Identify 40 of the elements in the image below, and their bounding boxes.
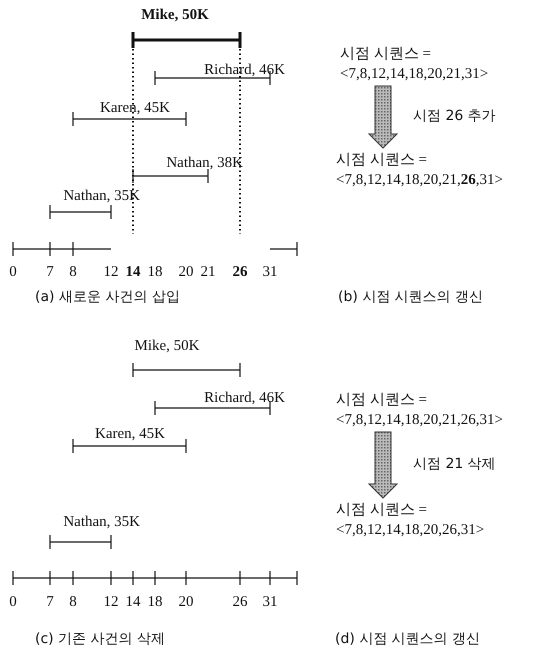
sequence-text: 시점 시퀀스 = <7,8,12,14,18,20,26,31> — [336, 500, 531, 540]
tick-label: 14 — [126, 594, 140, 611]
interval-label: Mike, 50K — [141, 7, 209, 24]
tick-label: 20 — [178, 594, 194, 611]
tick-label: 31 — [262, 594, 278, 611]
tick-label: 7 — [46, 594, 54, 611]
tick-label: 0 — [9, 594, 17, 611]
tick-label: 31 — [262, 264, 278, 281]
interval-label: Karen, 45K — [100, 100, 170, 117]
edge-label: 시점 21 삭제 — [413, 455, 496, 473]
caption: (c) 기존 사건의 삭제 — [35, 630, 165, 648]
block-arrow — [368, 86, 398, 149]
tick-label: 8 — [69, 594, 77, 611]
tick-label: 18 — [148, 594, 162, 611]
tick-label: 12 — [104, 264, 118, 281]
tick-label: 7 — [46, 264, 54, 281]
interval-label: Karen, 45K — [95, 426, 165, 443]
sequence-text: 시점 시퀀스 = <7,8,12,14,18,20,21,31> — [340, 44, 535, 84]
interval-label: Nathan, 35K — [63, 514, 140, 531]
tick-label: 0 — [9, 264, 17, 281]
interval-label: Richard, 46K — [204, 62, 285, 79]
tick-label: 20 — [178, 264, 194, 281]
tick-label: 12 — [104, 594, 118, 611]
caption: (a) 새로운 사건의 삽입 — [35, 288, 180, 306]
block-arrow — [368, 432, 398, 499]
caption: (b) 시점 시퀀스의 갱신 — [338, 288, 484, 306]
sequence-text: 시점 시퀀스 = <7,8,12,14,18,20,21,26,31> — [336, 390, 531, 430]
tick-label: 21 — [200, 264, 216, 281]
tick-label: 18 — [148, 264, 162, 281]
caption: (d) 시점 시퀀스의 갱신 — [335, 630, 480, 648]
interval-label: Nathan, 38K — [166, 155, 243, 172]
tick-label: 26 — [232, 264, 248, 281]
edge-label: 시점 26 추가 — [413, 107, 496, 125]
tick-label: 26 — [232, 594, 248, 611]
tick-label: 14 — [126, 264, 140, 281]
sequence-text: 시점 시퀀스 = <7,8,12,14,18,20,21,26,31> — [336, 150, 531, 190]
interval-label: Nathan, 35K — [63, 188, 140, 205]
interval-label: Mike, 50K — [134, 338, 200, 355]
interval-label: Richard, 46K — [204, 390, 285, 407]
tick-label: 8 — [69, 264, 77, 281]
